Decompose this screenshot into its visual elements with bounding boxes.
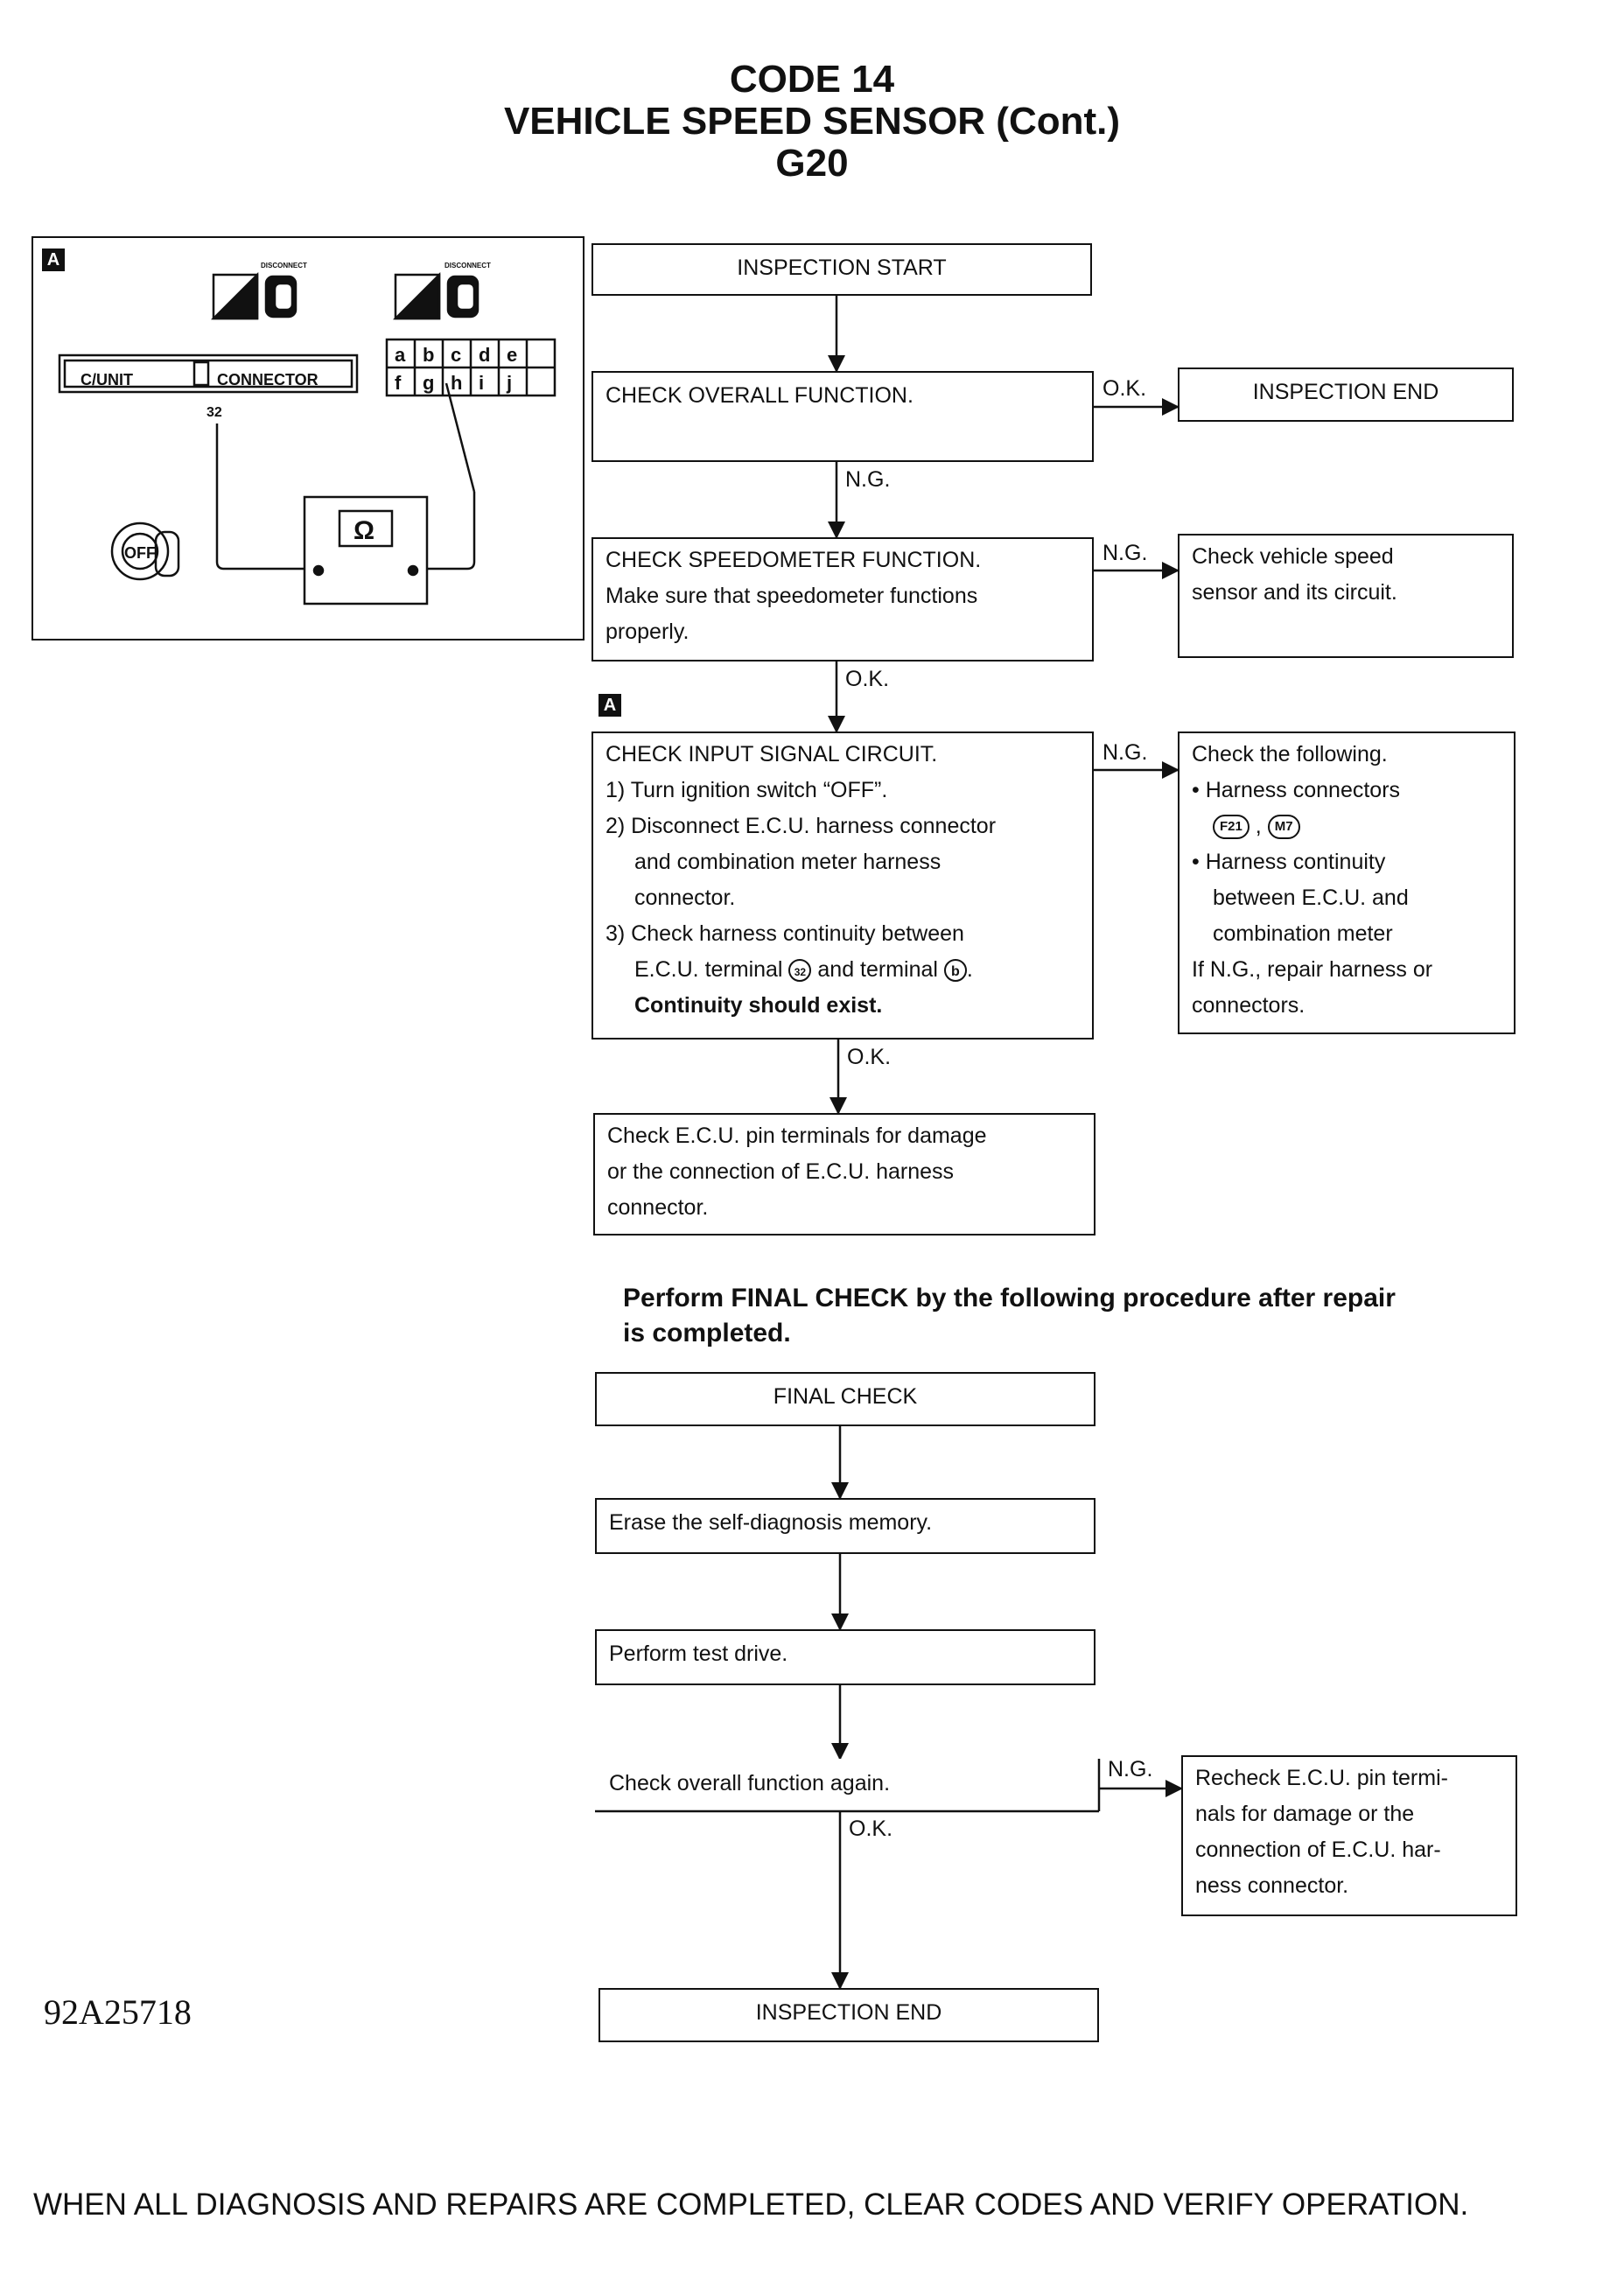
input-line-1: CHECK INPUT SIGNAL CIRCUIT. xyxy=(606,742,938,766)
diagram-tag-text: A xyxy=(42,248,65,271)
disconnect-label-meter: DISCONNECT xyxy=(444,262,491,270)
inspection-start-box: INSPECTION START xyxy=(592,243,1092,296)
ecu-terminal-text: E.C.U. terminal xyxy=(634,957,783,982)
recheck-ecu-box: Recheck E.C.U. pin termi- nals for damag… xyxy=(1181,1755,1517,1916)
ok-label-input: O.K. xyxy=(847,1045,892,1069)
ok-label-check-again: O.K. xyxy=(849,1816,893,1841)
meter-terminal-h: h xyxy=(451,372,462,394)
ohm-symbol: Ω xyxy=(354,516,374,545)
meter-terminal-c: c xyxy=(451,344,461,366)
ok-label-overall: O.K. xyxy=(1102,376,1147,401)
vss-line-1: Check vehicle speed xyxy=(1192,544,1394,569)
input-line-3: 2) Disconnect E.C.U. harness connector xyxy=(606,814,997,838)
meter-terminal-a: a xyxy=(395,344,406,366)
ng-label-speedo: N.G. xyxy=(1102,541,1148,565)
final-check-note-line-2: is completed. xyxy=(623,1319,791,1348)
meter-terminal-j: j xyxy=(506,372,512,394)
speedo-line-2: Make sure that speedometer functions xyxy=(606,584,978,608)
check-overall-again-box: Check overall function again. xyxy=(595,1759,1099,1811)
step-tag-a-text: A xyxy=(598,694,621,717)
inspection-end-box-bottom: INSPECTION END xyxy=(598,1988,1099,2042)
disconnect-label-ecu: DISCONNECT xyxy=(261,262,307,270)
following-line-4: between E.C.U. and xyxy=(1213,886,1409,910)
ecu-pin-line-3: connector. xyxy=(607,1195,709,1220)
check-ecu-pin-box: Check E.C.U. pin terminals for damage or… xyxy=(593,1113,1096,1236)
meter-terminal-b: b xyxy=(423,344,434,366)
input-line-2: 1) Turn ignition switch “OFF”. xyxy=(606,778,888,802)
recheck-line-3: connection of E.C.U. har- xyxy=(1195,1838,1441,1862)
ecu-pin-line-2: or the connection of E.C.U. harness xyxy=(607,1159,955,1184)
terminal-32-icon: 32 xyxy=(788,959,812,983)
check-overall-function-box: CHECK OVERALL FUNCTION. xyxy=(592,371,1094,462)
recheck-line-1: Recheck E.C.U. pin termi- xyxy=(1195,1766,1448,1790)
following-line-6: If N.G., repair harness or xyxy=(1192,957,1433,982)
check-input-signal-box: CHECK INPUT SIGNAL CIRCUIT. 1) Turn igni… xyxy=(592,732,1094,1040)
following-connectors: F21 , M7 xyxy=(1192,808,1502,844)
ng-label-overall: N.G. xyxy=(845,467,891,492)
check-vss-box: Check vehicle speed sensor and its circu… xyxy=(1178,534,1514,658)
check-following-box: Check the following. • Harness connector… xyxy=(1178,732,1516,1034)
terminal-b-icon: b xyxy=(943,959,967,983)
connector-m7-icon: M7 xyxy=(1267,815,1300,840)
footer-instruction: WHEN ALL DIAGNOSIS AND REPAIRS ARE COMPL… xyxy=(33,2188,1469,2222)
diagram-tag: A xyxy=(42,248,65,271)
title-system: VEHICLE SPEED SENSOR (Cont.) xyxy=(503,100,1121,143)
recheck-line-2: nals for damage or the xyxy=(1195,1802,1415,1826)
diagram-panel: A xyxy=(32,236,584,640)
vss-line-2: sensor and its circuit. xyxy=(1192,580,1397,605)
inspection-end-box-top: INSPECTION END xyxy=(1178,368,1514,422)
speedo-line-3: properly. xyxy=(606,620,690,644)
speedo-line-1: CHECK SPEEDOMETER FUNCTION. xyxy=(606,548,982,572)
meter-terminal-e: e xyxy=(507,344,517,366)
following-line-2: • Harness connectors xyxy=(1192,778,1401,802)
wiring-diagram: C/UNIT CONNECTOR 32 Ω OFF DISCONNECT DIS… xyxy=(58,262,556,606)
ng-label-check-again: N.G. xyxy=(1108,1757,1153,1782)
step-tag-a: A xyxy=(598,691,621,717)
key-off-label: OFF xyxy=(124,544,156,562)
test-drive-box: Perform test drive. xyxy=(595,1629,1096,1685)
following-line-3: • Harness continuity xyxy=(1192,850,1386,874)
ecu-pin-line-1: Check E.C.U. pin terminals for damage xyxy=(607,1124,987,1148)
ecu-connector-label-2: CONNECTOR xyxy=(217,371,318,388)
title-model: G20 xyxy=(775,142,849,185)
ng-label-input: N.G. xyxy=(1102,740,1148,765)
input-line-4: and combination meter harness xyxy=(634,850,942,874)
final-check-box: FINAL CHECK xyxy=(595,1372,1096,1426)
recheck-line-4: ness connector. xyxy=(1195,1873,1349,1898)
meter-terminal-f: f xyxy=(395,372,402,394)
meter-terminal-d: d xyxy=(479,344,490,366)
figure-code: 92A25718 xyxy=(44,1992,192,2032)
meter-terminal-g: g xyxy=(423,372,434,394)
input-line-9: Continuity should exist. xyxy=(634,993,883,1018)
input-line-5: connector. xyxy=(634,886,736,910)
meter-terminal-i: i xyxy=(479,372,484,394)
title-code: CODE 14 xyxy=(729,58,895,101)
ecu-connector-label: C/UNIT xyxy=(80,371,133,388)
check-speedometer-box: CHECK SPEEDOMETER FUNCTION. Make sure th… xyxy=(592,537,1094,662)
input-line-6: 3) Check harness continuity between xyxy=(606,921,964,946)
input-line-7: E.C.U. terminal 32 and terminal b. xyxy=(634,957,973,983)
connector-f21-icon: F21 xyxy=(1213,815,1250,840)
final-check-note-line-1: Perform FINAL CHECK by the following pro… xyxy=(623,1284,1396,1312)
erase-memory-box: Erase the self-diagnosis memory. xyxy=(595,1498,1096,1554)
and-terminal-text: and terminal xyxy=(817,957,938,982)
ok-label-speedo: O.K. xyxy=(845,667,890,691)
following-line-5: combination meter xyxy=(1213,921,1393,946)
following-line-1: Check the following. xyxy=(1192,742,1388,766)
following-line-7: connectors. xyxy=(1192,993,1306,1018)
terminal-32-label: 32 xyxy=(206,405,222,420)
